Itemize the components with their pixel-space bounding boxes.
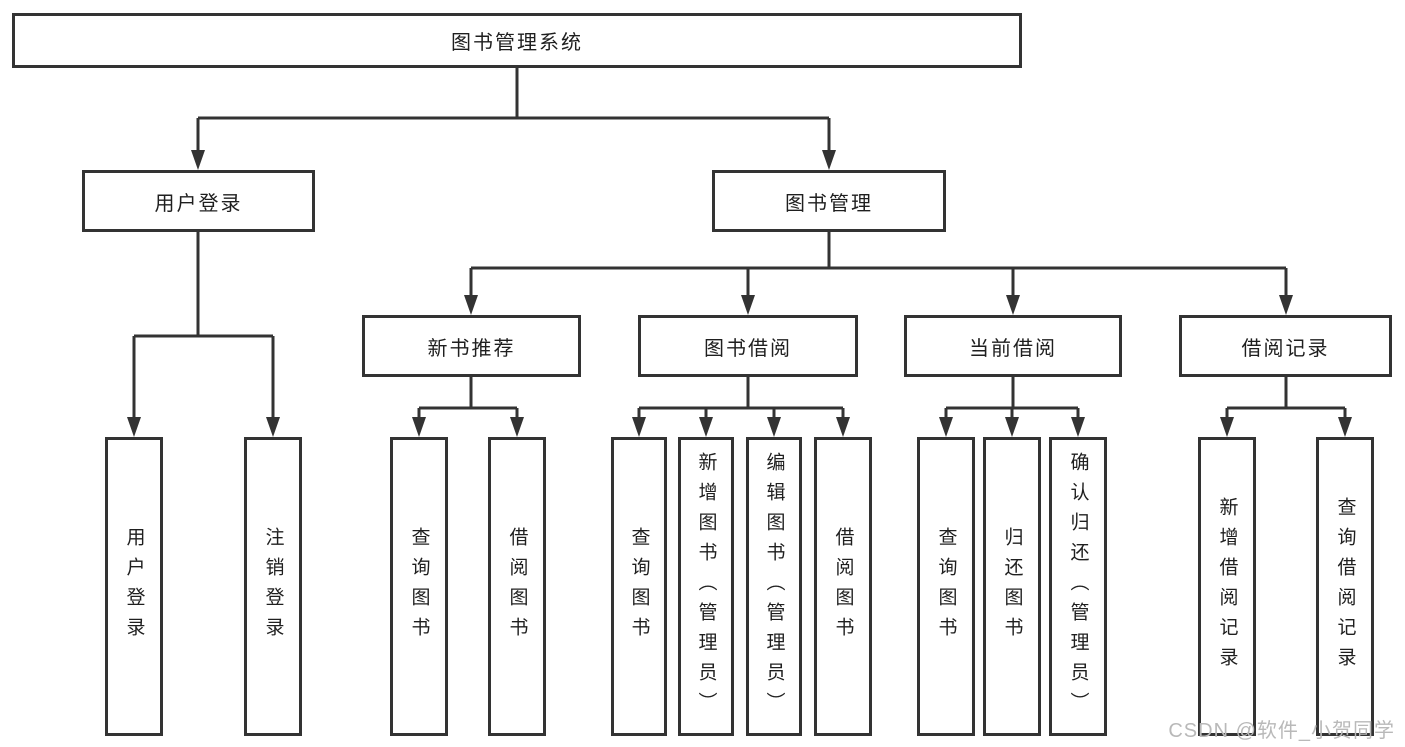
- node-label: 图书管理系统: [451, 32, 583, 54]
- leaf-query-books-borrow: 查询图书: [611, 437, 667, 736]
- leaf-borrow-books-recommend: 借阅图书: [488, 437, 546, 736]
- node-label: 图书管理: [785, 192, 873, 215]
- node-label: 编辑图书（管理员）: [763, 451, 785, 722]
- node-label: 借阅图书: [506, 526, 528, 647]
- leaf-add-book-admin: 新增图书（管理员）: [678, 437, 734, 736]
- node-borrow-records: 借阅记录: [1179, 315, 1392, 377]
- leaf-add-borrow-record: 新增借阅记录: [1198, 437, 1256, 736]
- node-label: 新增借阅记录: [1216, 496, 1238, 677]
- node-label: 查询图书: [408, 526, 430, 647]
- node-label: 查询借阅记录: [1334, 496, 1356, 677]
- node-label: 当前借阅: [969, 337, 1057, 360]
- node-label: 借阅图书: [832, 526, 854, 647]
- leaf-edit-book-admin: 编辑图书（管理员）: [746, 437, 802, 736]
- node-label: 用户登录: [154, 192, 243, 215]
- node-root: 图书管理系统: [12, 13, 1022, 68]
- node-user-login-branch: 用户登录: [82, 170, 315, 232]
- node-label: 确认归还（管理员）: [1067, 451, 1089, 722]
- leaf-query-books-recommend: 查询图书: [390, 437, 448, 736]
- node-new-book-recommend: 新书推荐: [362, 315, 581, 377]
- node-label: 归还图书: [1001, 526, 1023, 647]
- leaf-logout: 注销登录: [244, 437, 302, 736]
- leaf-confirm-return-admin: 确认归还（管理员）: [1049, 437, 1107, 736]
- node-label: 用户登录: [123, 526, 145, 647]
- node-label: 查询图书: [935, 526, 957, 647]
- leaf-return-book: 归还图书: [983, 437, 1041, 736]
- node-label: 查询图书: [628, 526, 650, 647]
- csdn-watermark: CSDN @软件_小贺同学: [1168, 720, 1395, 742]
- node-current-borrow: 当前借阅: [904, 315, 1122, 377]
- leaf-user-login: 用户登录: [105, 437, 163, 736]
- node-label: 注销登录: [262, 526, 284, 647]
- node-book-borrow: 图书借阅: [638, 315, 858, 377]
- leaf-query-borrow-record: 查询借阅记录: [1316, 437, 1374, 736]
- node-label: 新增图书（管理员）: [695, 451, 717, 722]
- node-book-management-branch: 图书管理: [712, 170, 946, 232]
- node-label: 新书推荐: [427, 337, 516, 360]
- leaf-query-books-current: 查询图书: [917, 437, 975, 736]
- node-label: 图书借阅: [704, 337, 792, 360]
- arrowheads: [127, 150, 1352, 437]
- node-label: 借阅记录: [1241, 337, 1330, 360]
- leaf-borrow-books: 借阅图书: [814, 437, 872, 736]
